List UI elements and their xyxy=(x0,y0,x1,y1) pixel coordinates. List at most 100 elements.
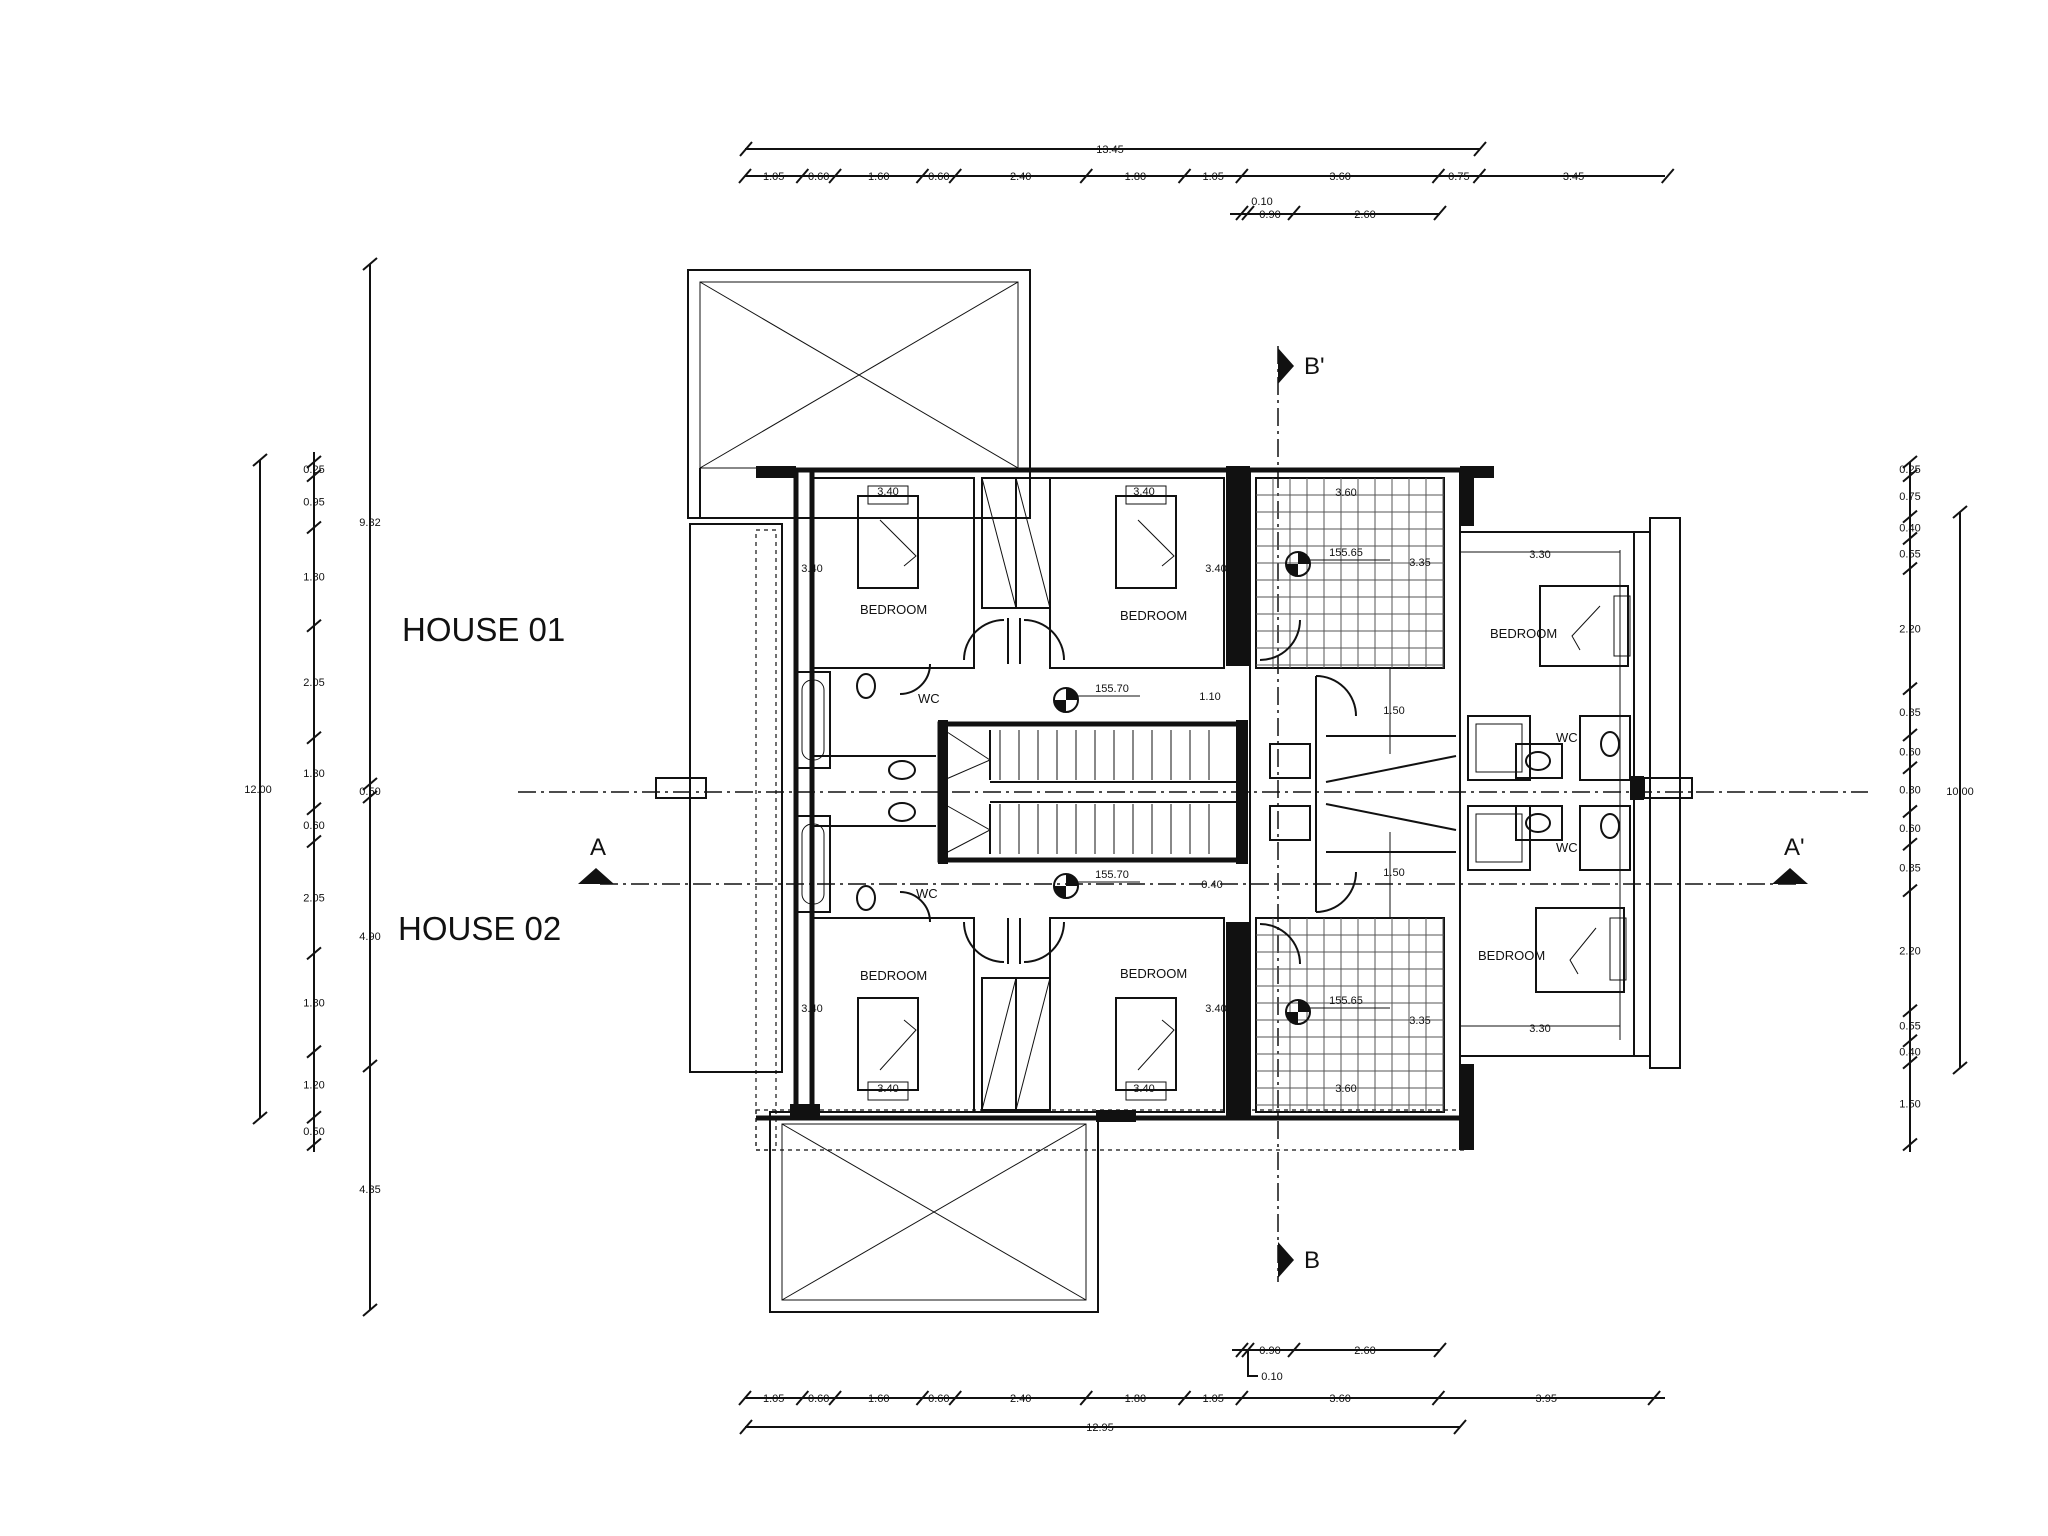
left-chain-dim-5: 0.60 xyxy=(303,820,324,832)
hall-dim-top: 1.50 xyxy=(1383,705,1404,717)
left-dimensions: 12.00 0.25 0.95 1.80 2.05 1.30 0.60 2.05 1.80 1.… xyxy=(244,257,381,1317)
level-terrace-top: 155.65 xyxy=(1329,547,1363,559)
right-chain-dim-5: 0.85 xyxy=(1899,707,1920,719)
left-side-dim-d: 4.35 xyxy=(359,1184,380,1196)
bed-dim-br-h: 3.40 xyxy=(1205,1003,1226,1015)
bottom-chain-dim-0: 1.05 xyxy=(763,1393,784,1405)
bottom-overall-dim: 12.95 xyxy=(1086,1422,1114,1434)
bedroom-label-br: BEDROOM xyxy=(1120,966,1187,981)
left-side-dim-a: 9.32 xyxy=(359,517,380,529)
top-chain-dim-1: 0.60 xyxy=(808,171,829,183)
section-b-prime-label: B' xyxy=(1304,353,1325,380)
left-chain-dim-7: 1.80 xyxy=(303,998,324,1010)
top-chain-dim-9: 3.45 xyxy=(1563,171,1584,183)
right-overall-dim: 10.00 xyxy=(1946,786,1974,798)
terrace-dim-bottom-w: 3.60 xyxy=(1335,1083,1356,1095)
left-chain-dim-2: 1.80 xyxy=(303,572,324,584)
bottom-chain-dim-3: 0.60 xyxy=(928,1393,949,1405)
bottom-sub-dim-b: 2.60 xyxy=(1354,1345,1375,1357)
left-chain-dim-4: 1.30 xyxy=(303,768,324,780)
bed-dim-br-w: 3.40 xyxy=(1133,1083,1154,1095)
terrace-dim-top-w: 3.60 xyxy=(1335,487,1356,499)
small-dim: 0.40 xyxy=(1201,879,1222,891)
left-chain-dim-0: 0.25 xyxy=(303,464,324,476)
top-sub-dim-b: 0.90 xyxy=(1259,209,1280,221)
left-side-dim-c: 4.90 xyxy=(359,931,380,943)
bed-dim-tl-h: 3.40 xyxy=(801,563,822,575)
level-marker-landing-bottom xyxy=(1053,873,1140,899)
bedroom-label-r2: BEDROOM xyxy=(1478,948,1545,963)
level-marker-terrace-top xyxy=(1285,551,1390,577)
top-chain-dim-5: 1.80 xyxy=(1125,171,1146,183)
bedroom-label-tl: BEDROOM xyxy=(860,602,927,617)
right-chain-dim-2: 0.40 xyxy=(1899,523,1920,535)
room-labels: BEDROOM BEDROOM BEDROOM BEDROOM BEDROOM … xyxy=(801,486,1577,1095)
top-chain-dim-3: 0.60 xyxy=(928,171,949,183)
right-bed-dim-bottom: 3.30 xyxy=(1529,1023,1550,1035)
section-a-prime-label: A' xyxy=(1784,834,1805,861)
wc-label-1: WC xyxy=(918,691,940,706)
level-landing-bottom: 155.70 xyxy=(1095,869,1129,881)
bottom-chain-dim-1: 0.60 xyxy=(808,1393,829,1405)
wc-label-4: WC xyxy=(1556,840,1578,855)
bedroom-label-tr: BEDROOM xyxy=(1120,608,1187,623)
bedroom-label-r1: BEDROOM xyxy=(1490,626,1557,641)
terrace-dim-top-h: 3.35 xyxy=(1409,557,1430,569)
bed-dim-bl-w: 3.40 xyxy=(877,1083,898,1095)
section-a-label: A xyxy=(590,834,606,861)
top-overall-dim: 13.45 xyxy=(1096,144,1124,156)
right-chain-dim-10: 2.20 xyxy=(1899,946,1920,958)
right-chain-dim-13: 1.50 xyxy=(1899,1099,1920,1111)
house-01-label: HOUSE 01 xyxy=(402,611,565,648)
bottom-sub-dim-c: 0.10 xyxy=(1261,1371,1282,1383)
wc-label-3: WC xyxy=(1556,730,1578,745)
top-sub-dim-c: 2.60 xyxy=(1354,209,1375,221)
bedroom-label-bl: BEDROOM xyxy=(860,968,927,983)
right-chain-dim-1: 0.75 xyxy=(1899,491,1920,503)
top-chain-dim-0: 1.05 xyxy=(763,171,784,183)
right-chain-dim-12: 0.40 xyxy=(1899,1047,1920,1059)
house-02-label: HOUSE 02 xyxy=(398,910,561,947)
left-chain-dim-8: 1.20 xyxy=(303,1079,324,1091)
bed-dim-tr-h: 3.40 xyxy=(1205,563,1226,575)
corridor-dim: 1.10 xyxy=(1199,691,1220,703)
bottom-dimensions: 0.90 2.60 0.10 1.05 0.60 1.60 0.60 2.40 1.80 1… xyxy=(738,1342,1665,1435)
right-chain-dim-3: 0.55 xyxy=(1899,548,1920,560)
bottom-chain-dim-4: 2.40 xyxy=(1010,1393,1031,1405)
top-chain-dim-4: 2.40 xyxy=(1010,171,1031,183)
top-chain-dim-8: 0.75 xyxy=(1448,171,1469,183)
left-chain-dim-1: 0.95 xyxy=(303,497,324,509)
bottom-chain-dim-2: 1.60 xyxy=(868,1393,889,1405)
bed-dim-tr-w: 3.40 xyxy=(1133,486,1154,498)
terrace-dim-bottom-h: 3.35 xyxy=(1409,1015,1430,1027)
level-landing-top: 155.70 xyxy=(1095,683,1129,695)
top-sub-dim-a: 0.10 xyxy=(1251,196,1272,208)
building xyxy=(655,269,1693,1313)
left-overall-dim: 12.00 xyxy=(244,784,272,796)
bottom-chain-dim-5: 1.80 xyxy=(1125,1393,1146,1405)
right-chain-dim-4: 2.20 xyxy=(1899,624,1920,636)
right-bed-dim-top: 3.30 xyxy=(1529,549,1550,561)
right-chain-dim-9: 0.85 xyxy=(1899,862,1920,874)
section-markers: B' B A A' xyxy=(518,346,1868,1282)
left-chain-dim-6: 2.05 xyxy=(303,892,324,904)
hall-dim-bottom: 1.50 xyxy=(1383,867,1404,879)
top-chain-dim-2: 1.60 xyxy=(868,171,889,183)
bottom-sub-dim-a: 0.90 xyxy=(1259,1345,1280,1357)
left-chain-dim-3: 2.05 xyxy=(303,677,324,689)
right-chain-dim-8: 0.60 xyxy=(1899,823,1920,835)
bed-dim-bl-h: 3.40 xyxy=(801,1003,822,1015)
right-chain-dim-0: 0.25 xyxy=(1899,464,1920,476)
left-chain-dim-9: 0.50 xyxy=(303,1126,324,1138)
top-chain-dim-7: 3.60 xyxy=(1329,171,1350,183)
bottom-chain-dim-8: 3.95 xyxy=(1536,1393,1557,1405)
right-dimensions: 0.250.750.400.552.200.850.600.800.600.85… xyxy=(1899,455,1974,1152)
section-b-label: B xyxy=(1304,1247,1320,1274)
bottom-chain-dim-7: 3.60 xyxy=(1329,1393,1350,1405)
right-chain-dim-11: 0.55 xyxy=(1899,1021,1920,1033)
level-marker-terrace-bottom xyxy=(1285,999,1390,1025)
right-chain-dim-6: 0.60 xyxy=(1899,746,1920,758)
bottom-chain-dim-6: 1.05 xyxy=(1202,1393,1223,1405)
